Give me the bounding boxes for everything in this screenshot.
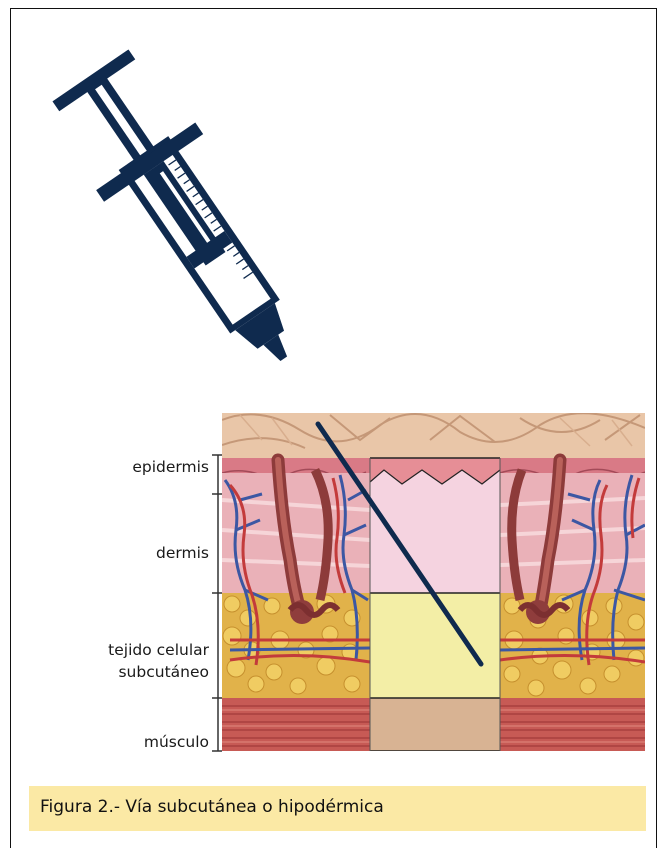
label-epidermis: epidermis: [132, 458, 209, 477]
layer-brackets: [212, 455, 222, 751]
muscle-inset: [370, 698, 500, 751]
subcutaneous-inset: [370, 593, 500, 698]
figure-caption: Figura 2.- Vía subcutánea o hipodérmica: [29, 786, 646, 831]
label-subcutaneous-line1: tejido celular: [108, 641, 209, 660]
label-dermis: dermis: [156, 544, 209, 563]
label-subcutaneous-line2: subcutáneo: [118, 663, 209, 682]
label-muscle: músculo: [144, 733, 209, 752]
caption-text: Figura 2.- Vía subcutánea o hipodérmica: [40, 797, 384, 817]
skin-cross-section: [222, 413, 645, 751]
layer-schematic-inset: [370, 458, 500, 751]
